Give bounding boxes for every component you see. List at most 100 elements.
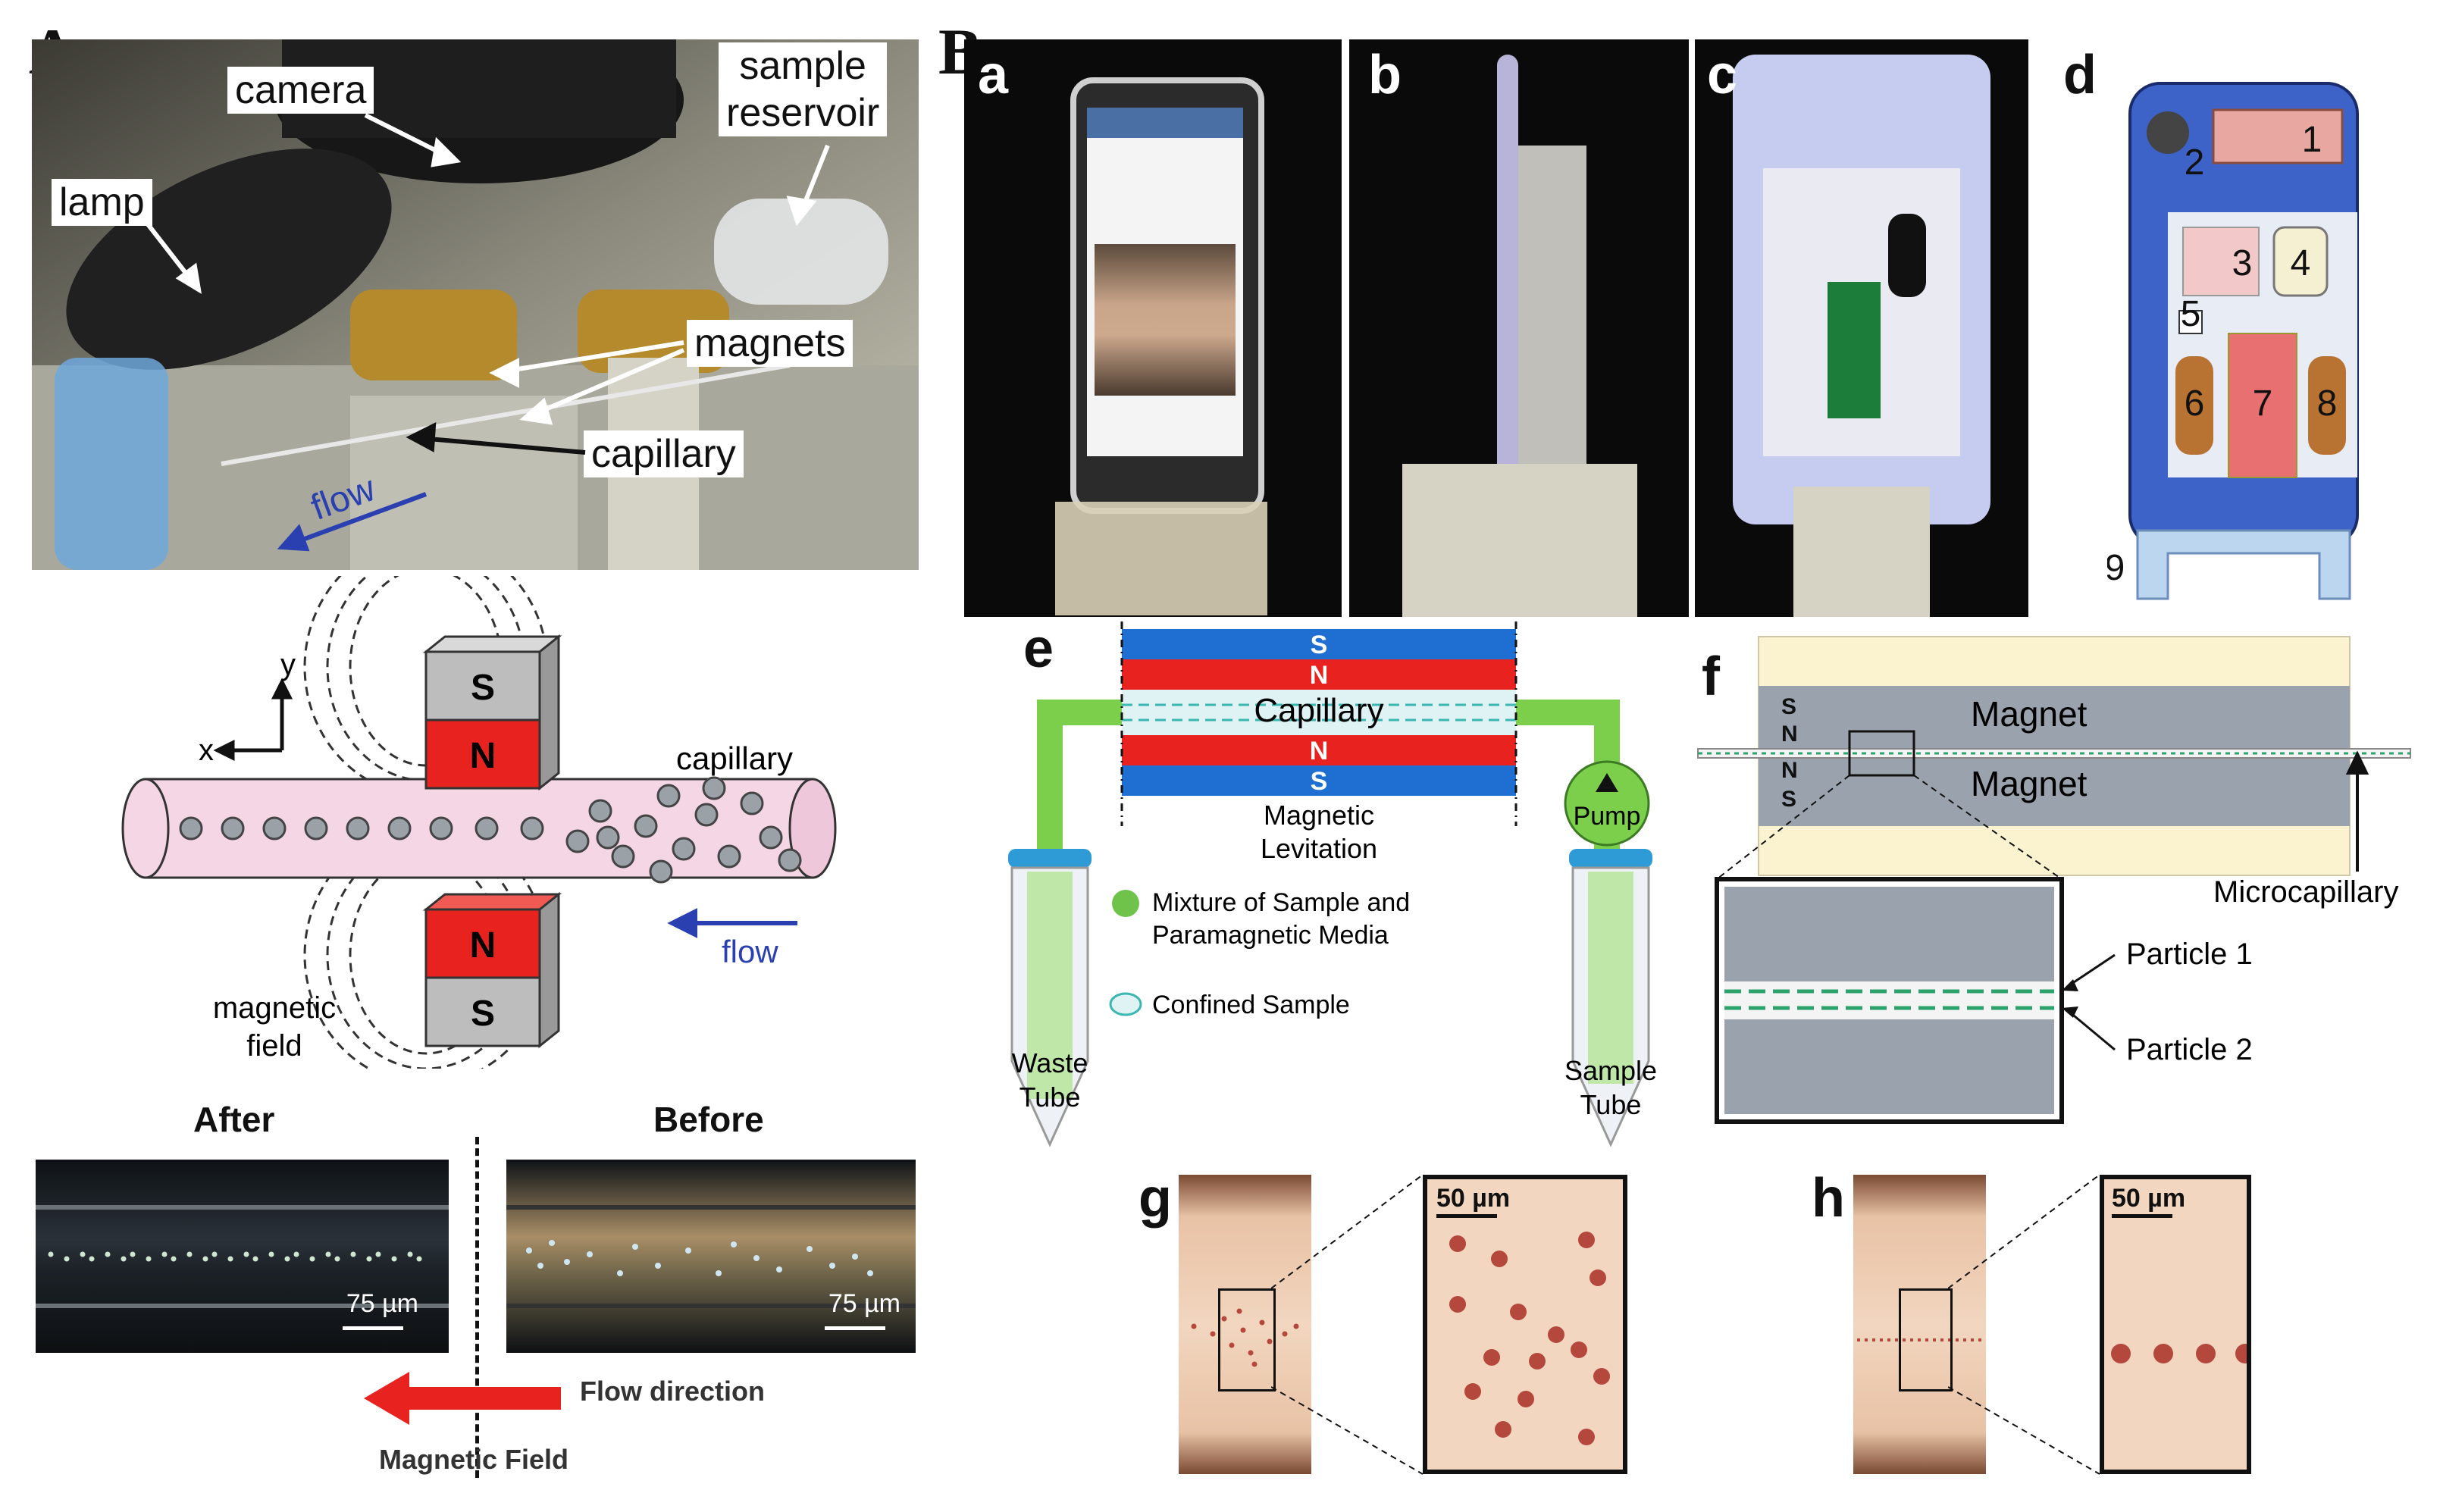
particle	[1571, 1341, 1587, 1358]
micrograph-h-overview	[1853, 1175, 1986, 1474]
micrograph-g-overview	[1179, 1175, 1311, 1474]
micrograph-g-zoom: 50 µm	[1423, 1175, 1627, 1474]
particle	[130, 1251, 136, 1257]
particle	[617, 1270, 623, 1276]
particle	[391, 1256, 397, 1262]
particle	[146, 1256, 152, 1262]
particle	[1483, 1349, 1500, 1366]
particle	[649, 859, 673, 884]
particle	[1221, 1316, 1227, 1322]
h-scale-bar	[2112, 1214, 2172, 1218]
d-num-8: 8	[2317, 383, 2338, 424]
photo-c-device-back	[1695, 39, 2028, 617]
schematic-bottom-s: S	[471, 994, 495, 1034]
d-num-4: 4	[2291, 243, 2311, 283]
particle	[1578, 1232, 1595, 1248]
particle	[105, 1251, 111, 1257]
particle	[48, 1251, 54, 1257]
particle	[64, 1256, 70, 1262]
d-num-2: 2	[2185, 142, 2205, 183]
particle	[293, 1251, 299, 1257]
particle	[161, 1251, 168, 1257]
particle	[596, 825, 620, 850]
particle	[1229, 1342, 1235, 1348]
particle	[778, 848, 802, 872]
particle	[284, 1256, 290, 1262]
e-sample-2: Tube	[1580, 1089, 1642, 1120]
particle	[549, 1240, 555, 1246]
particle	[179, 816, 203, 841]
sub-label-f: f	[1702, 646, 1720, 707]
scale-label-before: 75 µm	[828, 1289, 900, 1318]
particle	[375, 1251, 381, 1257]
particle	[1248, 1350, 1254, 1356]
particle	[227, 1256, 233, 1262]
particle	[1293, 1323, 1299, 1329]
particle	[268, 1251, 274, 1257]
particle	[475, 816, 499, 841]
scale-label-after: 75 µm	[346, 1289, 418, 1318]
device-layout-d: 1 2 3 4 5 6 7 8 9	[2107, 82, 2359, 600]
particle	[526, 1247, 532, 1254]
scale-bar-before	[825, 1326, 885, 1330]
particle	[776, 1266, 782, 1273]
g-scale-bar	[1436, 1214, 1497, 1218]
f-magnet-bottom: Magnet	[1971, 764, 2088, 803]
schematic-top-n: N	[470, 736, 496, 776]
sub-label-c: c	[1707, 45, 1738, 105]
levitation-setup-e: S N N S Capillary Magnetic Levitation Pu…	[1008, 621, 1657, 1147]
particle	[759, 825, 783, 850]
scale-bar-after	[343, 1326, 403, 1330]
particle	[1529, 1353, 1546, 1370]
f-letter-s2: S	[1781, 787, 1796, 812]
axis-x: x	[199, 734, 214, 767]
d-num-7: 7	[2253, 383, 2273, 424]
particle	[740, 791, 764, 815]
particle	[387, 816, 412, 841]
particle	[655, 1263, 661, 1269]
label-flow-direction: Flow direction	[580, 1376, 766, 1407]
particle	[587, 1251, 593, 1257]
divider-dashed	[475, 1137, 479, 1478]
particle	[1491, 1251, 1508, 1267]
particle	[366, 1256, 372, 1262]
particle	[565, 829, 590, 853]
schematic-top-s: S	[471, 668, 495, 708]
particle	[262, 816, 287, 841]
photo-a-phone-front	[964, 39, 1342, 617]
sub-label-a: a	[978, 45, 1009, 105]
e-top-s: S	[1311, 631, 1328, 659]
e-waste-1: Waste	[1012, 1047, 1088, 1078]
e-top-n: N	[1310, 661, 1329, 690]
d-num-9: 9	[2107, 548, 2125, 588]
particle	[252, 1256, 258, 1262]
label-camera: camera	[227, 67, 374, 114]
particle	[1510, 1304, 1527, 1320]
particle	[304, 816, 328, 841]
particle	[1590, 1269, 1606, 1286]
particle	[656, 784, 681, 808]
particle	[1282, 1331, 1288, 1337]
e-magnetic-levitation-2: Levitation	[1261, 833, 1377, 864]
particle	[1449, 1235, 1466, 1252]
particle	[1593, 1368, 1610, 1385]
axis-y: y	[280, 648, 296, 681]
particle	[429, 816, 453, 841]
label-magnetic-field: Magnetic Field	[379, 1444, 569, 1475]
sub-label-b: b	[1368, 45, 1402, 105]
particle	[1449, 1296, 1466, 1313]
particle	[1464, 1383, 1481, 1400]
particle	[1251, 1361, 1258, 1367]
e-sample-1: Sample	[1564, 1055, 1657, 1086]
particle	[634, 814, 658, 838]
particle	[416, 1256, 422, 1262]
photo-b-phone-side	[1349, 39, 1689, 617]
particle	[325, 1251, 331, 1257]
particle	[829, 1263, 835, 1269]
particle	[717, 844, 741, 869]
schematic-magnetic-label-1: magnetic	[213, 991, 336, 1025]
sub-label-d: d	[2063, 45, 2097, 105]
particle	[588, 799, 612, 823]
g-scale-label: 50 µm	[1436, 1184, 1511, 1213]
particle	[632, 1244, 638, 1250]
